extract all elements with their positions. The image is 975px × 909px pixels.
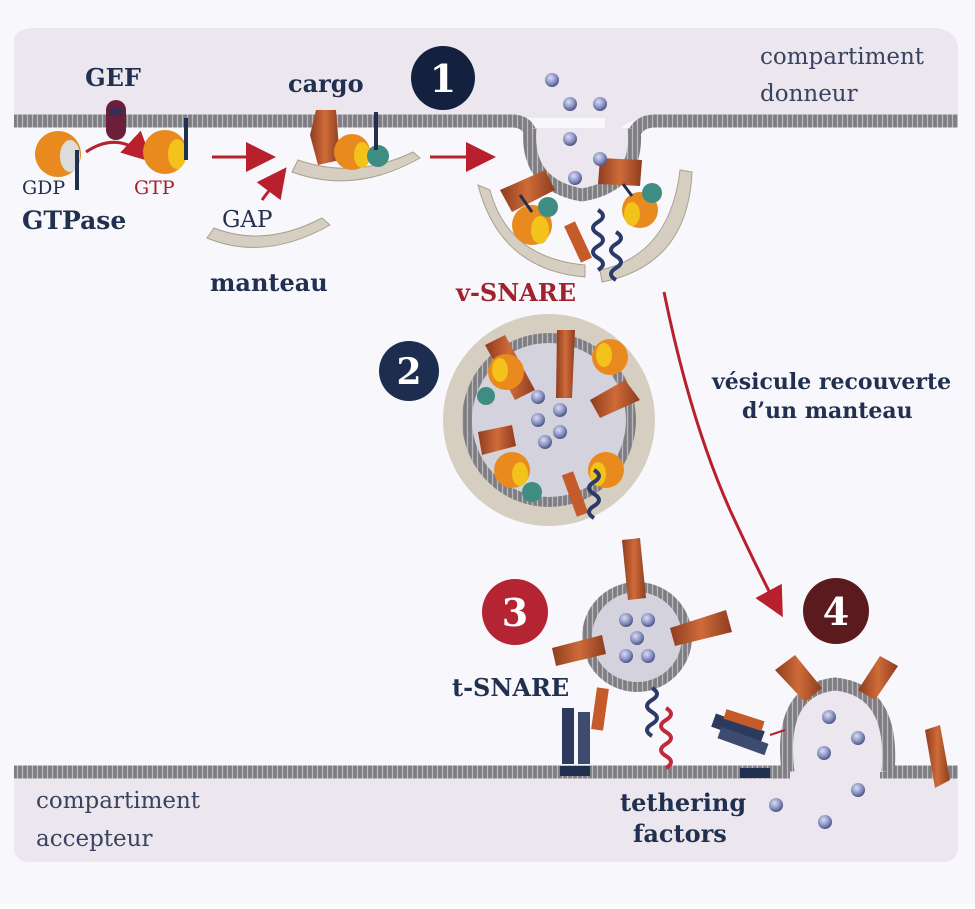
label-t-snare: t-SNARE xyxy=(452,673,569,702)
label-donor-line1: compartiment xyxy=(760,44,925,70)
step-4-number: 4 xyxy=(823,589,849,634)
label-gap: GAP xyxy=(222,207,272,233)
fusion-bud xyxy=(780,677,896,773)
step-badge-2: 2 xyxy=(379,341,439,401)
step-badge-4: 4 xyxy=(803,578,869,644)
label-gef: GEF xyxy=(85,63,141,92)
label-v-snare: v-SNARE xyxy=(455,278,576,307)
cargo-protein xyxy=(310,110,340,165)
coated-vesicle xyxy=(443,314,655,526)
label-vesicule-line2: d’un manteau xyxy=(742,398,913,424)
step-1-number: 1 xyxy=(430,56,456,101)
label-gtp: GTP xyxy=(134,177,175,199)
arrow-transport xyxy=(662,291,783,618)
step-3-circle xyxy=(482,579,548,645)
gtpase-gdp xyxy=(35,131,81,190)
label-tethering-line1: tethering xyxy=(620,788,746,817)
donor-compartment xyxy=(14,28,958,175)
label-vesicule-line1: vésicule recouverte xyxy=(711,369,951,395)
label-gdp: GDP xyxy=(22,177,65,199)
donor-bud-contents xyxy=(477,73,693,283)
gtpase-gtp xyxy=(143,118,188,174)
step-3-number: 3 xyxy=(502,590,528,635)
gef-protein xyxy=(106,100,126,140)
step-1-circle xyxy=(411,46,475,110)
label-tethering-line2: factors xyxy=(633,819,727,848)
step-4-circle xyxy=(803,578,869,644)
label-acceptor-line1: compartiment xyxy=(36,788,201,814)
label-acceptor-line2: accepteur xyxy=(36,826,152,852)
step-badge-1: 1 xyxy=(411,46,475,110)
docking-vesicle xyxy=(552,538,732,770)
arrow-gap xyxy=(256,167,287,201)
gef-exchange-arrow xyxy=(85,130,153,163)
gap-coat xyxy=(206,211,331,248)
label-cargo: cargo xyxy=(288,69,364,98)
acceptor-compartment xyxy=(14,770,958,862)
cargo-assembly xyxy=(291,110,421,182)
t-snare-complex xyxy=(560,708,590,776)
step-2-number: 2 xyxy=(396,351,421,393)
label-donor-line2: donneur xyxy=(760,81,858,107)
step-badge-3: 3 xyxy=(482,579,548,645)
step-2-circle xyxy=(379,341,439,401)
fusion-complex xyxy=(711,655,950,829)
label-manteau: manteau xyxy=(210,268,328,297)
label-gtpase: GTPase xyxy=(22,206,126,235)
